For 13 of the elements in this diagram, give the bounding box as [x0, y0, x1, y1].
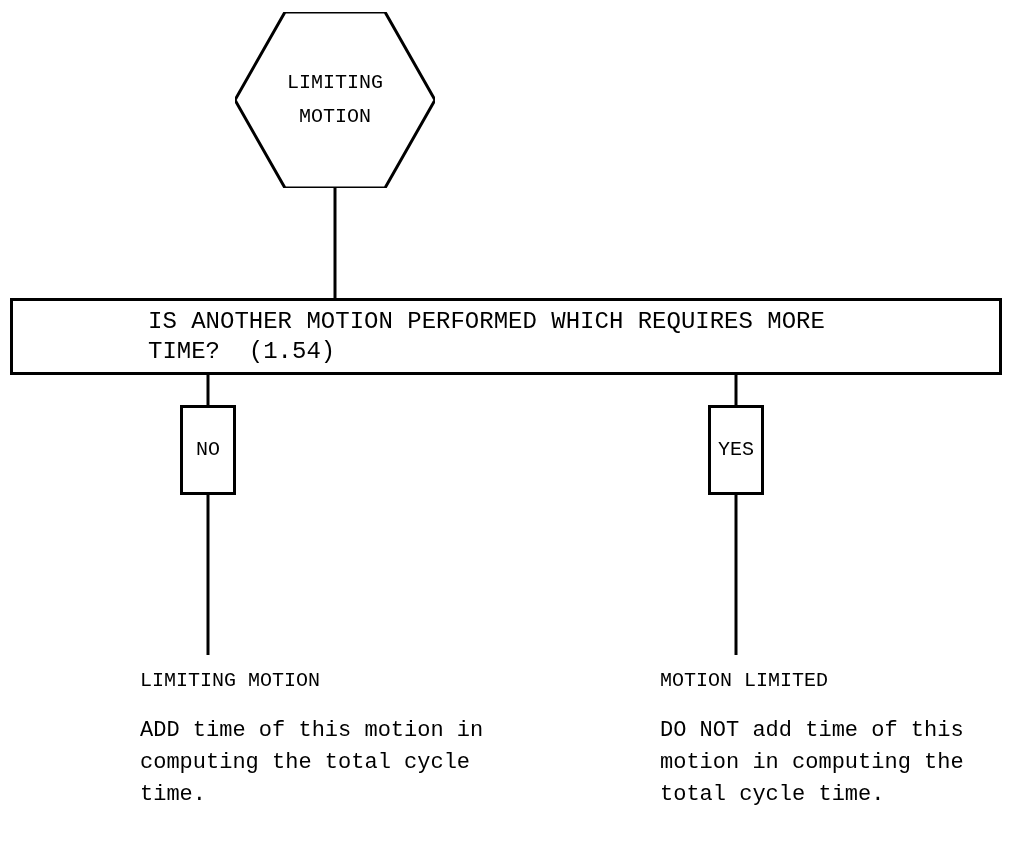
- answer-box: YES: [708, 405, 764, 495]
- outcome-heading: LIMITING MOTION: [140, 668, 322, 694]
- connector-line: [206, 495, 210, 655]
- connector-line: [206, 375, 210, 405]
- connector-line: [333, 188, 337, 298]
- connector-line: [734, 375, 738, 405]
- connector-line: [734, 495, 738, 655]
- outcome-heading: MOTION LIMITED: [660, 668, 830, 694]
- outcome-note: DO NOT add time of this motion in computing the total cycle time.: [660, 717, 965, 809]
- question-box: IS ANOTHER MOTION PERFORMED WHICH REQUIRES MORE TIME? (1.54): [10, 298, 1002, 375]
- answer-box: NO: [180, 405, 236, 495]
- hexagon-label: LIMITING MOTION: [286, 70, 384, 130]
- outcome-note: ADD time of this motion in computing the total cycle time.: [140, 717, 485, 809]
